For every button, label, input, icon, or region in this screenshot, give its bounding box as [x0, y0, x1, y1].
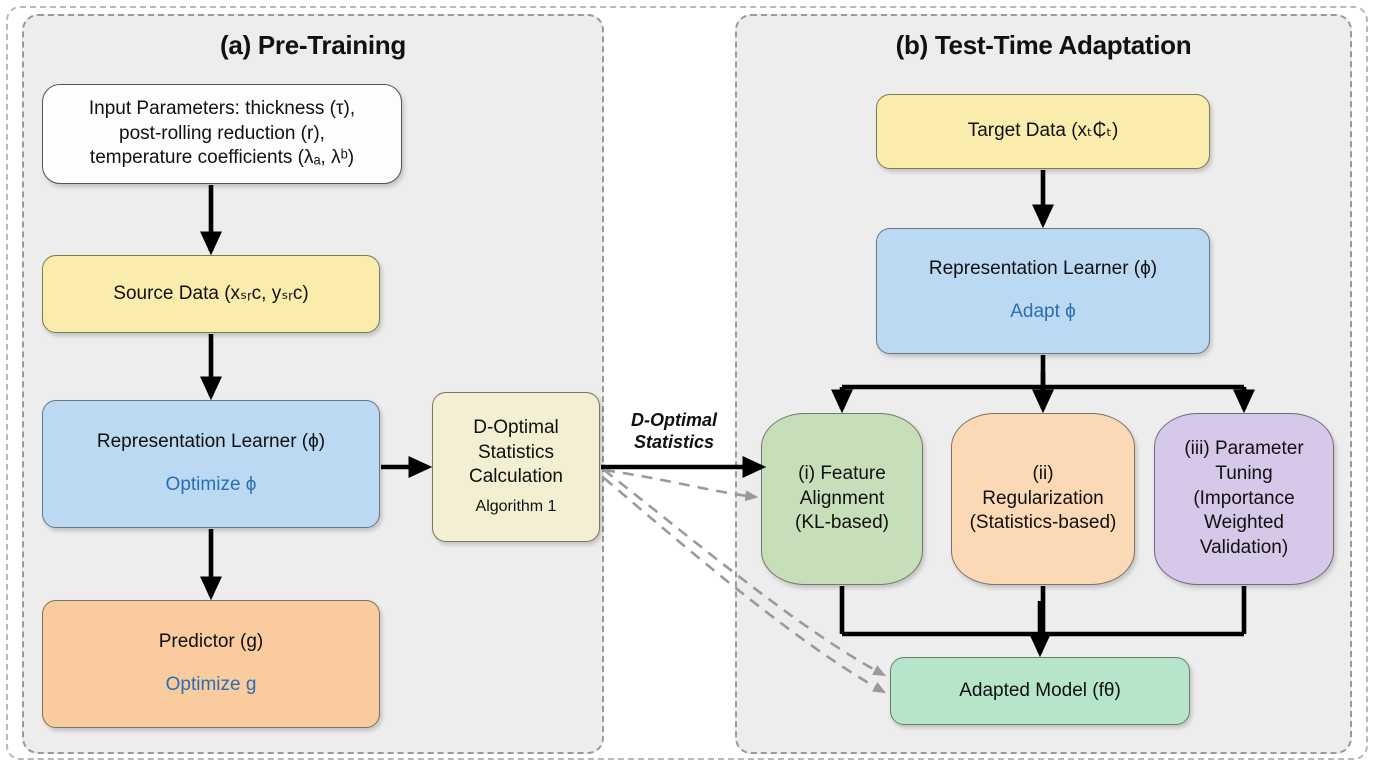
node-representation-learner-adapt: Representation Learner (ϕ) Adapt ϕ: [876, 228, 1210, 354]
branch-iii-line1: (iii) Parameter: [1184, 438, 1304, 460]
target-data-label: Target Data (xₜ₵ₜ): [967, 120, 1119, 142]
predictor-label: Predictor (g): [158, 631, 264, 653]
branch-iii-line5: Validation): [1199, 537, 1289, 559]
rep-learner-b-action: Adapt ϕ: [1010, 301, 1076, 322]
branch-ii-line3: (Statistics-based): [969, 512, 1117, 534]
branch-iii-line2: Tuning: [1215, 462, 1273, 484]
node-doptimal-statistics-calculation: D-Optimal Statistics Calculation Algorit…: [432, 392, 600, 542]
branch-i-line1: (i) Feature: [798, 462, 886, 484]
panel-b-title: (b) Test-Time Adaptation: [895, 30, 1192, 60]
input-parameters-line3: temperature coefficients (λₐ, λᵇ): [89, 147, 355, 169]
node-branch-feature-alignment: (i) Feature Alignment (KL-based): [761, 413, 923, 585]
edge-label-line1: D-Optimal: [630, 410, 717, 430]
branch-iii-line3: (Importance: [1193, 487, 1295, 509]
rep-learner-b-label: Representation Learner (ϕ): [928, 258, 1158, 280]
node-input-parameters: Input Parameters: thickness (τ), post-ro…: [42, 84, 402, 184]
doptimal-line3: Calculation: [469, 466, 563, 488]
doptimal-note: Algorithm 1: [475, 498, 557, 516]
node-target-data: Target Data (xₜ₵ₜ): [876, 94, 1210, 169]
rep-learner-a-action: Optimize ϕ: [165, 474, 257, 495]
node-representation-learner-pretrain: Representation Learner (ϕ) Optimize ϕ: [42, 400, 380, 528]
adapted-model-label: Adapted Model (fθ): [959, 679, 1121, 701]
branch-ii-line1: (ii): [1032, 462, 1054, 484]
node-branch-regularization: (ii) Regularization (Statistics-based): [951, 413, 1135, 585]
node-branch-parameter-tuning: (iii) Parameter Tuning (Importance Weigh…: [1154, 413, 1334, 585]
rep-learner-a-label: Representation Learner (ϕ): [96, 431, 326, 453]
source-data-label: Source Data (xₛᵣᴄ, yₛᵣᴄ): [113, 282, 309, 304]
edge-label-line2: Statistics: [633, 431, 715, 452]
predictor-action: Optimize g: [165, 674, 257, 695]
node-predictor: Predictor (g) Optimize g: [42, 600, 380, 728]
node-adapted-model: Adapted Model (fθ): [890, 657, 1190, 725]
panel-a-title: (a) Pre-Training: [220, 30, 406, 60]
branch-i-line3: (KL-based): [795, 512, 889, 534]
edge-label-doptimal-statistics: D-Optimal Statistics: [612, 410, 736, 453]
branch-iii-line4: Weighted: [1204, 512, 1284, 534]
branch-ii-line2: Regularization: [982, 487, 1104, 509]
branch-i-line2: Alignment: [799, 487, 885, 509]
doptimal-line1: D-Optimal: [473, 417, 559, 439]
outer-dashed-frame: [6, 6, 1368, 760]
input-parameters-line2: post-rolling reduction (r),: [119, 122, 325, 144]
doptimal-line2: Statistics: [477, 441, 555, 463]
node-source-data: Source Data (xₛᵣᴄ, yₛᵣᴄ): [42, 255, 380, 333]
input-parameters-line1: Input Parameters: thickness (τ),: [88, 97, 356, 119]
